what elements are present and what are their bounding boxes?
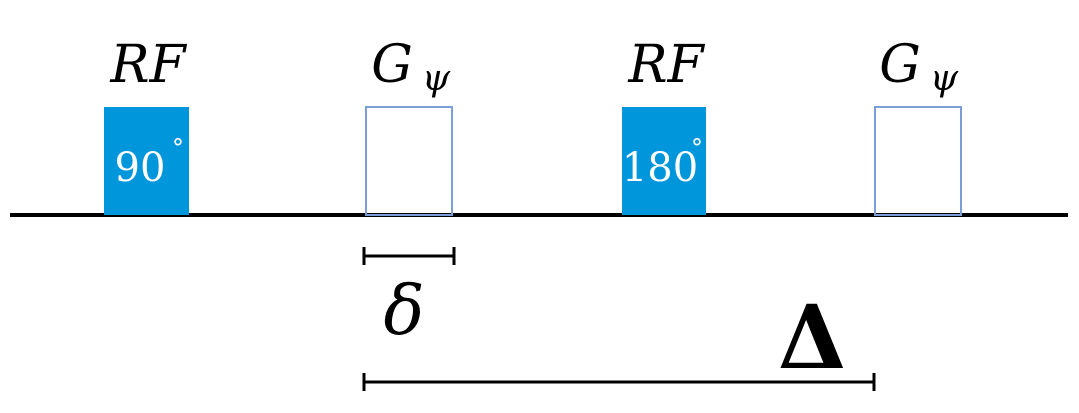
rf-pulse-90 [104, 107, 189, 215]
rf-pulse-90-angle: 90 [115, 145, 166, 191]
small-delta-interval [362, 247, 456, 265]
gradient-label-2: G [879, 35, 921, 95]
big-delta-label: Δ [778, 285, 846, 389]
gradient-subscript-2: ψ [930, 58, 959, 99]
rf-pulse-90-degree: ° [172, 134, 184, 162]
rf-label-1: RF [109, 35, 187, 95]
big-delta-interval [362, 373, 876, 391]
gradient-subscript-1: ψ [422, 58, 451, 99]
gradient-pulse-1 [365, 106, 453, 216]
rf-pulse-180 [622, 107, 706, 215]
rf-label-2: RF [627, 35, 705, 95]
gradient-label-1: G [371, 35, 413, 95]
rf-pulse-180-degree: ° [691, 134, 703, 162]
small-delta-label: δ [384, 272, 425, 351]
gradient-pulse-2 [874, 106, 962, 216]
rf-pulse-180-angle: 180 [622, 145, 698, 191]
